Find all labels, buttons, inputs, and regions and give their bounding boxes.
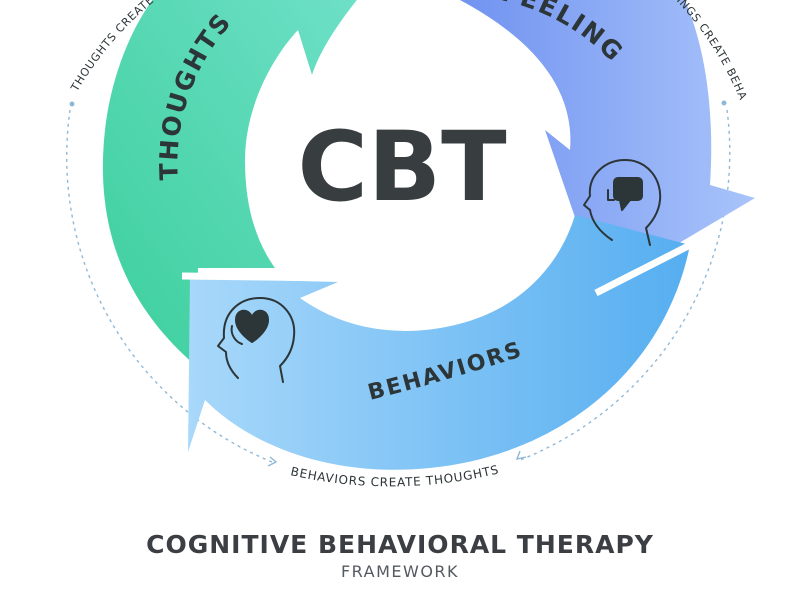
- dotted-cycle-left: [66, 109, 273, 463]
- head-speech-icon: [583, 159, 662, 246]
- footer-subtitle: FRAMEWORK: [340, 562, 460, 581]
- center-title: CBT: [297, 111, 506, 223]
- dotted-cycle-dot: [721, 100, 727, 106]
- thoughts-arrow: [102, 0, 357, 365]
- dotted-cycle-arrowhead: [515, 450, 527, 460]
- arrow-separator: [594, 236, 702, 297]
- dotted-cycle-right: [519, 109, 731, 461]
- dotted-cycle-dot: [69, 101, 75, 107]
- behaviors-arrow: [188, 215, 690, 470]
- footer-title: COGNITIVE BEHAVIORAL THERAPY: [146, 530, 654, 559]
- feelings-arrow: [459, 0, 755, 290]
- head-heart-icon: [217, 297, 296, 383]
- dotted-cycle-arrowhead: [267, 456, 278, 467]
- arrow-separator: [181, 272, 341, 282]
